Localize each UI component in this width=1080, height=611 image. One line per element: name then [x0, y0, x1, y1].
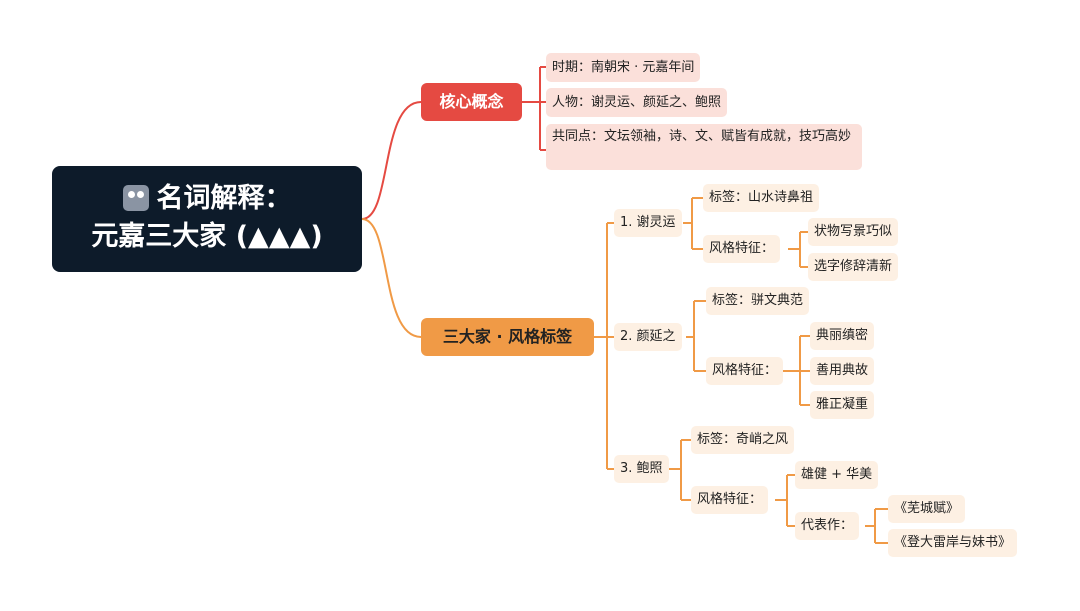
xie-feature-label-node[interactable]: 风格特征： [703, 235, 781, 263]
yan-yanzhi-node[interactable]: 2. 颜延之 [614, 323, 682, 351]
xie-feature-1-node[interactable]: 状物写景巧似 [808, 218, 899, 246]
people-node[interactable]: 人物：谢灵运、颜延之、鲍照 [546, 88, 728, 117]
xie-tag-node[interactable]: 标签：山水诗鼻祖 [703, 184, 820, 212]
root-title-line2: 元嘉三大家 (▲▲▲) [91, 221, 323, 252]
xie-lingyun-node[interactable]: 1. 谢灵运 [614, 209, 682, 237]
bao-zhao-node[interactable]: 3. 鲍照 [614, 455, 669, 483]
root-title-line1: 名词解释： [156, 183, 292, 214]
style-tags-node[interactable]: 三大家 · 风格标签 [421, 318, 594, 356]
bao-work-1-node[interactable]: 《芜城赋》 [888, 495, 966, 523]
yan-feature-3-node[interactable]: 雅正凝重 [810, 391, 875, 419]
root-node[interactable]: 名词解释： 元嘉三大家 (▲▲▲) [52, 166, 362, 272]
bao-work-2-node[interactable]: 《登大雷岸与妹书》 [888, 529, 1018, 557]
period-node[interactable]: 时期：南朝宋 · 元嘉年间 [546, 53, 701, 82]
yan-feature-label-node[interactable]: 风格特征： [706, 357, 784, 385]
bao-works-label-node[interactable]: 代表作： [795, 512, 860, 540]
xie-feature-2-node[interactable]: 选字修辞清新 [808, 253, 899, 281]
bao-tag-node[interactable]: 标签：奇峭之风 [691, 426, 795, 454]
bao-feature-label-node[interactable]: 风格特征： [691, 486, 769, 514]
core-concept-node[interactable]: 核心概念 [421, 83, 522, 121]
yan-feature-1-node[interactable]: 典丽缜密 [810, 322, 875, 350]
common-node[interactable]: 共同点：文坛领袖，诗、文、赋皆有成就，技巧高妙 [546, 124, 862, 170]
yan-feature-2-node[interactable]: 善用典故 [810, 357, 875, 385]
people-icon [122, 185, 149, 211]
yan-tag-node[interactable]: 标签：骈文典范 [706, 287, 810, 315]
bao-feature-1-node[interactable]: 雄健 + 华美 [795, 461, 879, 489]
